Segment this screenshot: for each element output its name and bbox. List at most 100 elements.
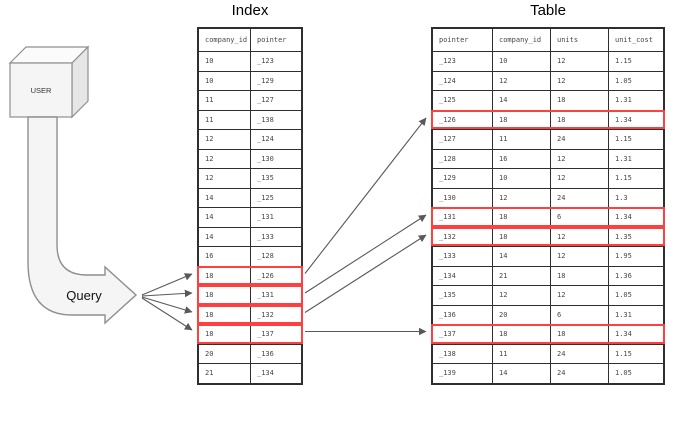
table-cell: _124 bbox=[250, 130, 301, 149]
table-cell: 24 bbox=[550, 344, 608, 363]
table-cell: 1.05 bbox=[608, 364, 663, 383]
table-cell: 12 bbox=[550, 286, 608, 305]
arrow-query-to-137 bbox=[141, 297, 193, 331]
table-row: 12_135 bbox=[199, 168, 301, 188]
user-cube-icon: USER bbox=[8, 45, 90, 119]
table-cell: 18 bbox=[550, 91, 608, 110]
table-cell: 1.15 bbox=[608, 344, 663, 363]
header-cell: pointer bbox=[250, 29, 301, 51]
table-cell: 24 bbox=[550, 130, 608, 149]
table-cell: 1.36 bbox=[608, 266, 663, 285]
table-cell: 14 bbox=[205, 193, 214, 202]
table-cell: 18 bbox=[492, 110, 550, 129]
table-row: 10_123 bbox=[199, 51, 301, 71]
table-cell: _126 bbox=[439, 115, 456, 124]
table-row: 11_127 bbox=[199, 90, 301, 110]
table-cell: 20 bbox=[205, 349, 214, 358]
table-cell: 1.3 bbox=[608, 188, 663, 207]
table-cell: 12 bbox=[205, 135, 214, 144]
index-table-title: Index bbox=[231, 2, 269, 19]
table-cell: _133 bbox=[439, 252, 456, 261]
table-cell: 1.31 bbox=[608, 149, 663, 168]
arrow-index-to-table-126 bbox=[304, 117, 427, 274]
table-cell: _123 bbox=[439, 57, 456, 66]
table-cell: 1.31 bbox=[608, 305, 663, 324]
table-cell: 1.31 bbox=[608, 91, 663, 110]
table-cell: 18 bbox=[550, 110, 608, 129]
table-cell: 1.35 bbox=[608, 227, 663, 246]
table-cell: _132 bbox=[439, 232, 456, 241]
table-cell: 18 bbox=[205, 310, 214, 319]
arrow-query-to-131 bbox=[141, 289, 193, 298]
table-cell: 6 bbox=[550, 208, 608, 227]
table-row: 14_125 bbox=[199, 187, 301, 207]
table-cell: 14 bbox=[205, 213, 214, 222]
table-cell: 11 bbox=[492, 130, 550, 149]
header-cell: units bbox=[550, 29, 608, 51]
table-cell: _123 bbox=[250, 52, 301, 71]
table-cell: 12 bbox=[550, 71, 608, 90]
table-row: 12_130 bbox=[199, 148, 301, 168]
table-cell: 14 bbox=[205, 232, 214, 241]
table-row: 10_129 bbox=[199, 70, 301, 90]
table-cell: 20 bbox=[492, 305, 550, 324]
table-cell: _132 bbox=[250, 305, 301, 324]
table-cell: 1.05 bbox=[608, 71, 663, 90]
table-cell: 11 bbox=[205, 96, 214, 105]
table-cell: _136 bbox=[250, 344, 301, 363]
table-cell: _138 bbox=[439, 349, 456, 358]
table-cell: 10 bbox=[492, 52, 550, 71]
table-cell: _128 bbox=[439, 154, 456, 163]
table-cell: _127 bbox=[439, 135, 456, 144]
table-cell: 12 bbox=[550, 52, 608, 71]
table-cell: _130 bbox=[250, 149, 301, 168]
header-cell: unit_cost bbox=[608, 29, 663, 51]
header-cell: company_id bbox=[205, 36, 248, 44]
table-cell: _126 bbox=[250, 266, 301, 285]
table-cell: 18 bbox=[550, 325, 608, 344]
table-cell: _131 bbox=[439, 213, 456, 222]
table-cell: 1.05 bbox=[608, 286, 663, 305]
table-cell: 1.34 bbox=[608, 325, 663, 344]
table-cell: 21 bbox=[205, 369, 214, 378]
table-cell: 18 bbox=[205, 291, 214, 300]
table-cell: 18 bbox=[492, 208, 550, 227]
table-cell: 1.95 bbox=[608, 247, 663, 266]
table-row: 16_128 bbox=[199, 246, 301, 266]
user-label: USER bbox=[31, 86, 52, 95]
data-table-title: Table bbox=[530, 2, 566, 19]
table-cell: 24 bbox=[550, 364, 608, 383]
table-cell: 12 bbox=[550, 149, 608, 168]
table-row: 20 _136 bbox=[199, 343, 301, 363]
table-cell: 1.34 bbox=[608, 208, 663, 227]
arrow-query-to-132 bbox=[141, 296, 193, 314]
table-cell: 18 bbox=[492, 325, 550, 344]
table-cell: 16 bbox=[205, 252, 214, 261]
table-row: 12 _124 bbox=[199, 129, 301, 149]
table-row: 11_138 bbox=[199, 109, 301, 129]
table-cell: _133 bbox=[250, 227, 301, 246]
table-row-highlighted: 18_126 bbox=[197, 265, 303, 285]
table-cell: 1.15 bbox=[608, 52, 663, 71]
table-cell: 10 bbox=[205, 76, 214, 85]
table-cell: 12 bbox=[550, 169, 608, 188]
table-cell: 14 bbox=[492, 364, 550, 383]
table-cell: _124 bbox=[439, 76, 456, 85]
table-cell: 6 bbox=[550, 305, 608, 324]
table-cell: 12 bbox=[205, 174, 214, 183]
table-cell: _129 bbox=[439, 174, 456, 183]
